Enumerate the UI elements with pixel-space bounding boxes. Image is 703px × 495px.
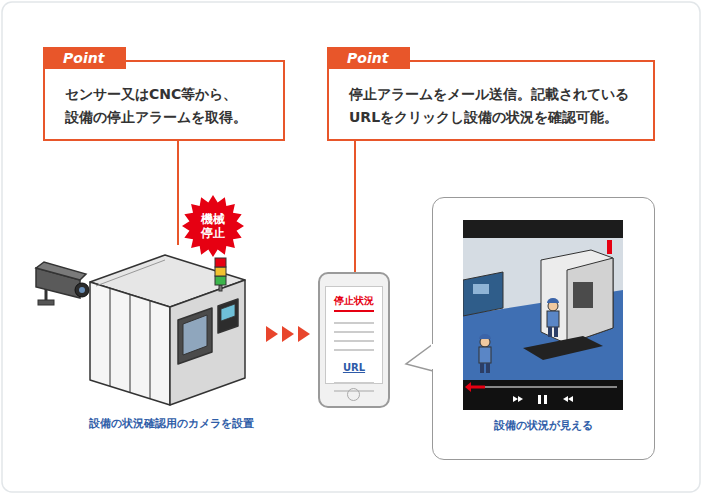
point-tab: Point — [43, 47, 126, 69]
url-link: URL — [320, 362, 388, 373]
speech-bubble: 設備の状況が見える — [432, 197, 655, 460]
text-line — [334, 322, 374, 324]
machine-area: 設備の状況確認用のカメラを設置機械 停止 — [85, 245, 258, 435]
point-text: 停止アラームをメール送信。記載されている URLをクリックし設備の状況を確認可能… — [349, 83, 637, 129]
mail-heading: 停止状況 — [320, 294, 388, 308]
text-line — [334, 310, 374, 312]
camera — [36, 262, 89, 305]
smartphone: 停止状況 URL — [318, 272, 390, 408]
tail-joint — [431, 344, 434, 369]
caption: 設備の状況が見える — [433, 418, 654, 433]
text-line — [334, 349, 374, 351]
leader-line — [177, 141, 179, 245]
camera-video-frame — [463, 220, 623, 410]
point-text: センサー又はCNC等から、 設備の停止アラームを取得。 — [65, 83, 267, 129]
text-line — [334, 331, 374, 333]
leader-line — [354, 141, 356, 272]
text-line — [334, 382, 374, 384]
point-callout: Point停止アラームをメール送信。記載されている URLをクリックし設備の状況… — [327, 60, 655, 141]
signal-tower — [215, 258, 226, 291]
point-tab: Point — [327, 47, 410, 69]
point-callout: Pointセンサー又はCNC等から、 設備の停止アラームを取得。 — [43, 60, 285, 141]
alarm-text: 機械 停止 — [199, 212, 227, 240]
machine — [90, 255, 245, 405]
caption: 設備の状況確認用のカメラを設置 — [75, 416, 268, 431]
flow-arrows — [266, 326, 310, 342]
text-line — [334, 340, 374, 342]
bubble-tail — [406, 344, 433, 371]
home-button — [347, 388, 360, 401]
alarm-burst: 機械 停止 — [182, 195, 244, 257]
text-line — [334, 390, 374, 392]
